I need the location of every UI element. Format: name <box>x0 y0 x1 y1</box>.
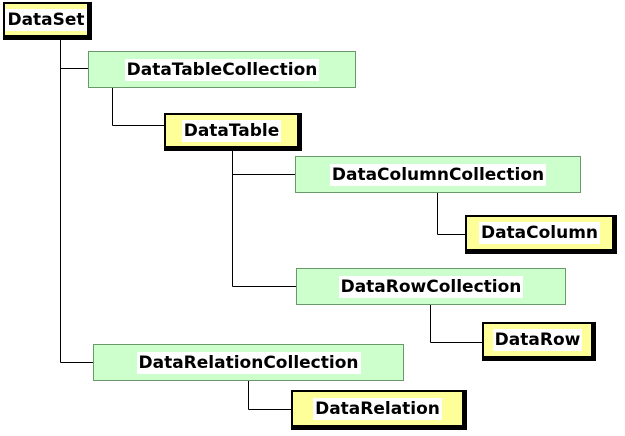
datacolumn-node: DataColumn <box>465 215 617 254</box>
datatable-collection-label: DataTableCollection <box>124 58 320 81</box>
datarow-label: DataRow <box>492 329 583 351</box>
datatable-collection-node: DataTableCollection <box>88 51 356 88</box>
datarelation-node: DataRelation <box>291 390 467 430</box>
datarow-node: DataRow <box>482 322 596 361</box>
datarelation-label: DataRelation <box>313 397 442 420</box>
dataset-node: DataSet <box>3 2 92 40</box>
datatable-node: DataTable <box>164 113 302 151</box>
datatable-label: DataTable <box>181 119 282 142</box>
datarelation-collection-node: DataRelationCollection <box>93 344 404 381</box>
datarow-collection-label: DataRowCollection <box>338 275 524 298</box>
datacolumn-collection-label: DataColumnCollection <box>329 163 547 186</box>
datacolumn-label: DataColumn <box>478 222 601 244</box>
dataset-label: DataSet <box>5 8 87 31</box>
datarelation-collection-label: DataRelationCollection <box>136 351 361 374</box>
datacolumn-collection-node: DataColumnCollection <box>295 156 581 193</box>
datarow-collection-node: DataRowCollection <box>296 268 566 305</box>
